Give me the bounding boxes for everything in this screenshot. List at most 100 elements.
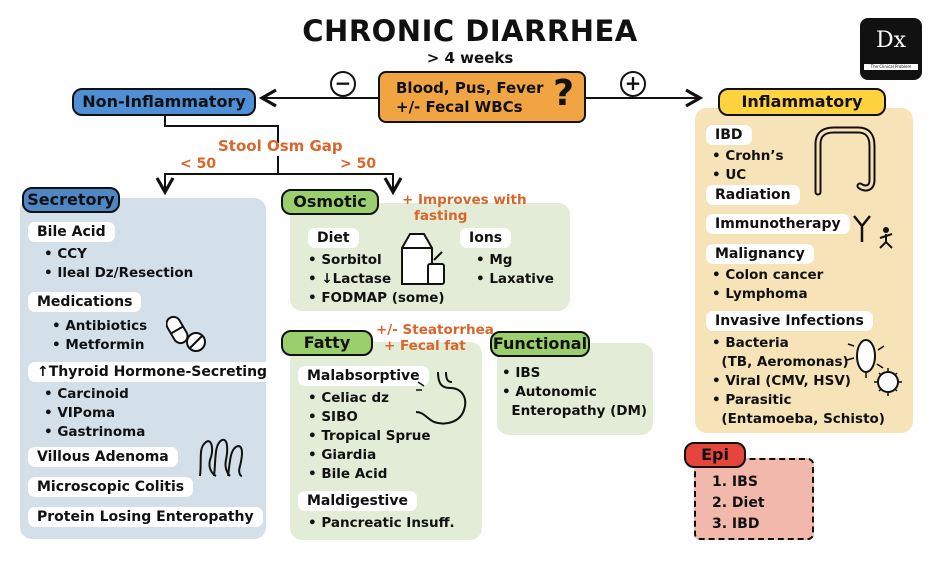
list-item: • Antibiotics xyxy=(52,318,148,334)
list-item: Enteropathy (DM) xyxy=(502,403,648,419)
list-item: • FODMAP (some) xyxy=(308,290,445,306)
villous-adenoma-label: Villous Adenoma xyxy=(28,447,178,467)
center-question-text: Blood, Pus, Fever +/- Fecal WBCs xyxy=(396,79,544,117)
thyroid-label: ↑Thyroid Hormone-Secreting xyxy=(28,362,277,382)
osmotic-note-line1: + Improves with xyxy=(402,192,527,208)
list-item: • Bile Acid xyxy=(308,466,388,482)
list-item: • Crohn’s xyxy=(712,148,784,164)
colon-icon xyxy=(814,126,876,196)
ions-label: Ions xyxy=(460,228,512,248)
osmotic-note: + Improves with fasting xyxy=(402,192,527,224)
list-item: • Ileal Dz/Resection xyxy=(44,265,194,281)
list-item: (Entamoeba, Schisto) xyxy=(712,411,885,427)
ibd-label: IBD xyxy=(706,125,752,145)
list-item: • Colon cancer xyxy=(712,267,824,283)
list-item: • Giardia xyxy=(308,447,377,463)
list-item: • UC xyxy=(712,167,747,183)
list-item: (TB, Aeromonas) xyxy=(712,354,849,370)
list-item: 2. Diet xyxy=(712,495,765,511)
malignancy-list: • Colon cancer • Lymphoma xyxy=(712,266,823,304)
list-item: • Metformin xyxy=(52,337,145,353)
list-item: • Mg xyxy=(476,252,513,268)
villi-icon xyxy=(199,438,243,477)
functional-list: • IBS • Autonomic Enteropathy (DM) xyxy=(502,364,647,421)
epi-panel xyxy=(694,458,814,540)
list-item: • Laxative xyxy=(476,271,554,287)
list-item: • Lymphoma xyxy=(712,286,808,302)
list-item: • Sorbitol xyxy=(308,252,382,268)
medications-list: • Antibiotics • Metformin xyxy=(52,317,147,355)
osmotic-pill: Osmotic xyxy=(281,189,379,215)
fatty-note-line1: +/- Steatorrhea xyxy=(376,322,494,338)
list-item: • Viral (CMV, HSV) xyxy=(712,373,851,389)
fatty-pill: Fatty xyxy=(281,330,373,356)
dx-logo: Dx The Clinical Problem Solvers xyxy=(860,18,922,80)
fatty-note-line2: + Fecal fat xyxy=(384,338,466,354)
stool-osm-gap-label: Stool Osm Gap xyxy=(218,137,343,155)
osm-gap-greater-than: > 50 xyxy=(340,156,377,172)
invasive-infections-list: • Bacteria (TB, Aeromonas) • Viral (CMV,… xyxy=(712,334,885,429)
malignancy-label: Malignancy xyxy=(706,244,814,264)
epi-pill: Epi xyxy=(684,442,746,468)
pills-icon xyxy=(166,315,206,352)
list-item: • IBS xyxy=(502,365,541,381)
antibody-icon xyxy=(853,215,893,249)
list-item: • Tropical Sprue xyxy=(308,428,431,444)
logo-mark: Dx xyxy=(875,28,907,53)
fatty-note: +/- Steatorrhea + Fecal fat xyxy=(376,322,494,354)
thyroid-list: • Carcinoid • VIPoma • Gastrinoma xyxy=(44,385,145,442)
duration-subtitle: > 4 weeks xyxy=(426,49,514,67)
list-item: 1. IBS xyxy=(712,474,758,490)
non-inflammatory-pill: Non-Inflammatory xyxy=(72,88,256,116)
diet-label: Diet xyxy=(308,228,359,248)
microscopic-colitis-label: Microscopic Colitis xyxy=(28,477,194,497)
bacteria-virus-icon xyxy=(846,339,902,396)
maldigestive-list: • Pancreatic Insuff. xyxy=(308,514,455,533)
ibd-list: • Crohn’s • UC xyxy=(712,147,784,185)
page-title: CHRONIC DIARRHEA xyxy=(302,14,638,48)
protein-losing-label: Protein Losing Enteropathy xyxy=(28,507,263,527)
plus-sign-icon: + xyxy=(620,71,646,97)
malabsorptive-label: Malabsorptive xyxy=(298,366,429,386)
center-line-2: +/- Fecal WBCs xyxy=(396,98,523,116)
functional-pill: Functional xyxy=(490,331,590,357)
epi-list: 1. IBS 2. Diet 3. IBD xyxy=(712,472,765,535)
list-item: • Parasitic xyxy=(712,392,792,408)
list-item: 3. IBD xyxy=(712,516,760,532)
maldigestive-label: Maldigestive xyxy=(298,491,417,511)
milk-carton-icon xyxy=(401,233,445,285)
list-item: • Gastrinoma xyxy=(44,424,146,440)
logo-caption: The Clinical Problem Solvers xyxy=(864,64,918,70)
list-item: • Celiac dz xyxy=(308,390,389,406)
list-item: • Pancreatic Insuff. xyxy=(308,515,455,531)
inflammatory-panel xyxy=(695,108,913,433)
minus-sign-icon: − xyxy=(330,71,356,97)
diet-list: • Sorbitol • ↓Lactase • FODMAP (some) xyxy=(308,251,445,308)
inflammatory-pill: Inflammatory xyxy=(718,88,886,116)
stomach-icon xyxy=(415,371,467,425)
secretory-pill: Secretory xyxy=(22,187,120,213)
osm-gap-less-than: < 50 xyxy=(180,156,217,172)
center-question-box: Blood, Pus, Fever +/- Fecal WBCs ? xyxy=(378,71,586,123)
list-item: • SIBO xyxy=(308,409,358,425)
center-line-1: Blood, Pus, Fever xyxy=(396,79,544,97)
list-item: • Bacteria xyxy=(712,335,789,351)
osmotic-note-line2: fasting xyxy=(414,208,468,224)
list-item: • Carcinoid xyxy=(44,386,129,402)
bile-acid-list: • CCY • Ileal Dz/Resection xyxy=(44,245,193,283)
list-item: • Autonomic xyxy=(502,384,597,400)
radiation-label: Radiation xyxy=(706,185,800,205)
malabsorptive-list: • Celiac dz • SIBO • Tropical Sprue • Gi… xyxy=(308,389,431,484)
connector-to-osm-gap xyxy=(164,115,279,143)
list-item: • VIPoma xyxy=(44,405,116,421)
functional-panel xyxy=(497,343,653,435)
list-item: • CCY xyxy=(44,246,87,262)
ions-list: • Mg • Laxative xyxy=(476,251,554,289)
bile-acid-label: Bile Acid xyxy=(28,222,115,242)
question-mark-icon: ? xyxy=(553,73,574,114)
invasive-infections-label: Invasive Infections xyxy=(706,311,873,331)
list-item: • ↓Lactase xyxy=(308,271,392,287)
immunotherapy-label: Immunotherapy xyxy=(706,214,850,234)
medications-label: Medications xyxy=(28,292,142,312)
